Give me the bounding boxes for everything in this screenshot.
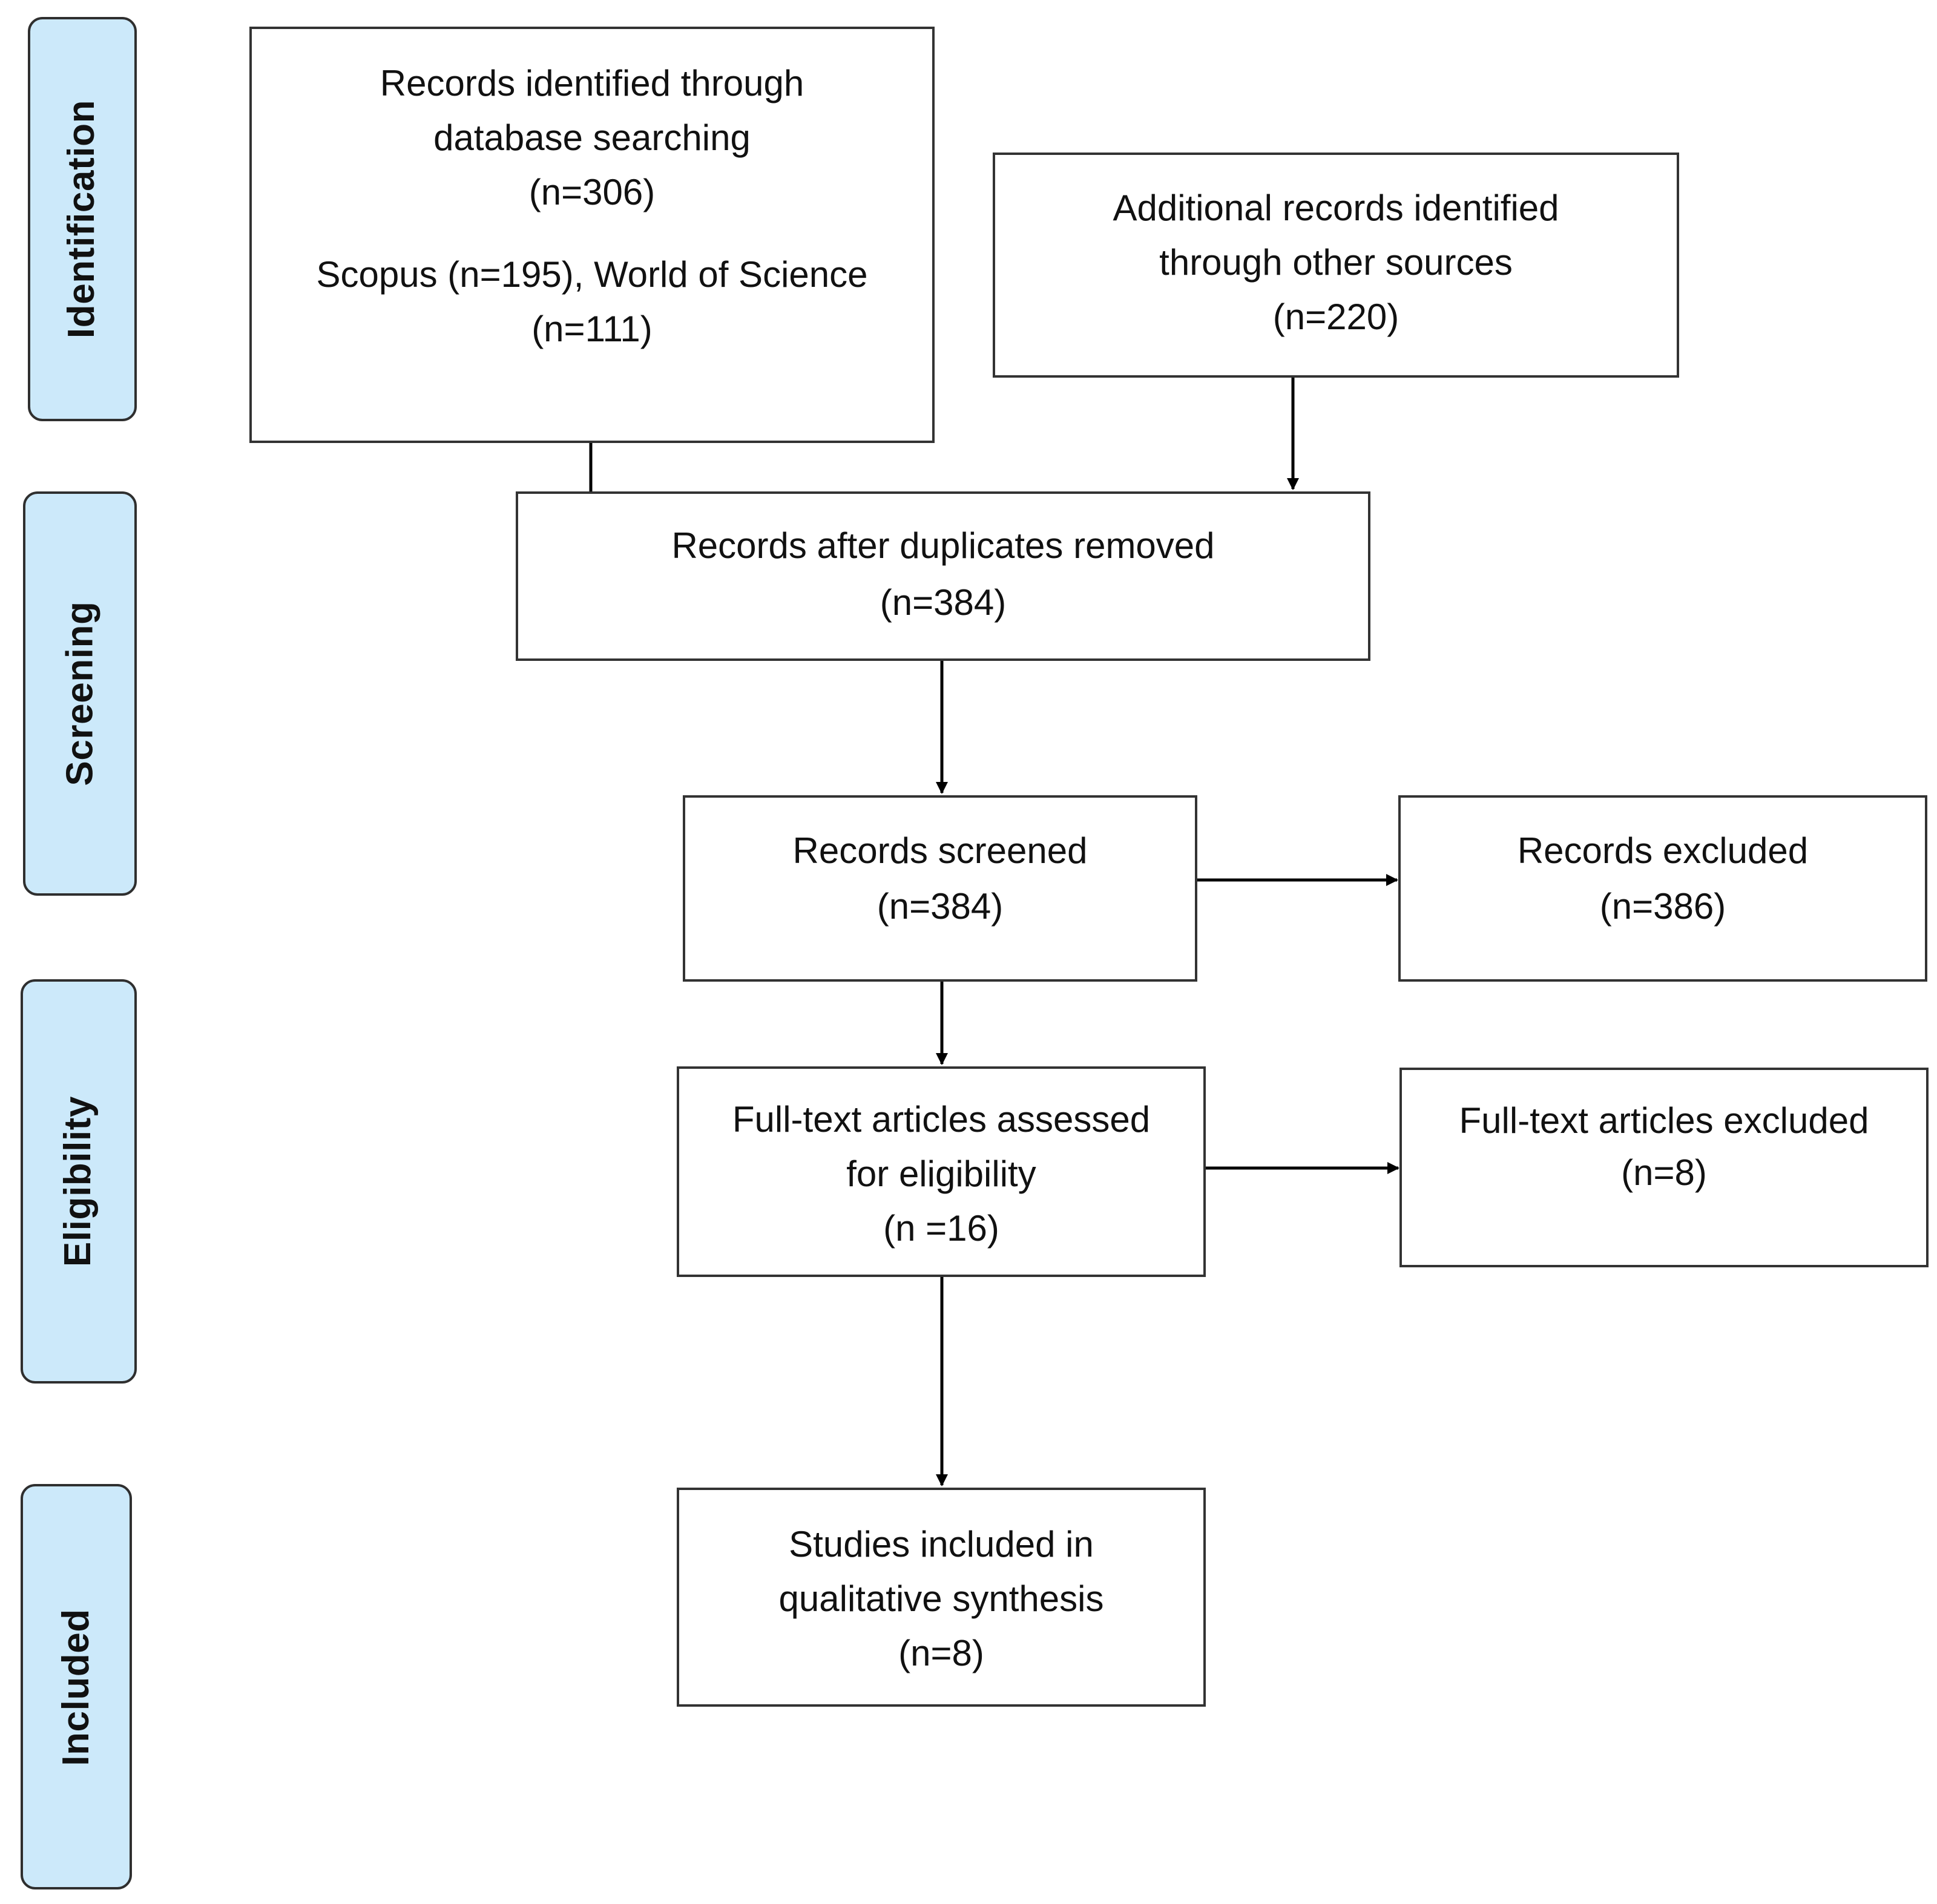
box-fulltext-excluded: Full-text articles excluded (n=8) [1399, 1068, 1929, 1267]
box-other-sources: Additional records identified through ot… [993, 153, 1679, 378]
phase-identification-label: Identification [61, 99, 103, 339]
studies-included-line1: Studies included in [789, 1525, 1094, 1565]
box-records-screened: Records screened (n=384) [683, 795, 1197, 982]
records-excluded-line1: Records excluded [1517, 832, 1809, 872]
fulltext-assessed-count: (n =16) [883, 1209, 999, 1249]
database-records-sources-count: (n=111) [531, 310, 653, 350]
phase-screening: Screening [23, 491, 137, 896]
fulltext-assessed-line1: Full-text articles assessed [732, 1100, 1151, 1140]
duplicates-removed-count: (n=384) [880, 583, 1007, 623]
studies-included-line2: qualitative synthesis [778, 1580, 1104, 1620]
phase-included: Included [21, 1484, 132, 1889]
phase-eligibility: Eligibility [21, 979, 137, 1384]
box-duplicates-removed: Records after duplicates removed (n=384) [516, 491, 1370, 661]
records-screened-line1: Records screened [792, 832, 1088, 872]
other-sources-line1: Additional records identified [1113, 189, 1559, 229]
phase-identification: Identification [28, 17, 137, 421]
database-records-line1: Records identified through [380, 64, 804, 104]
other-sources-line2: through other sources [1159, 243, 1513, 283]
box-fulltext-assessed: Full-text articles assessed for eligibil… [677, 1066, 1206, 1277]
records-excluded-count: (n=386) [1599, 887, 1726, 927]
database-records-count: (n=306) [528, 173, 656, 213]
phase-screening-label: Screening [58, 601, 100, 786]
fulltext-excluded-count: (n=8) [1621, 1154, 1707, 1193]
other-sources-count: (n=220) [1272, 298, 1399, 338]
fulltext-assessed-line2: for eligibility [846, 1155, 1036, 1195]
box-records-excluded: Records excluded (n=386) [1398, 795, 1927, 982]
database-records-line2: database searching [433, 119, 751, 159]
fulltext-excluded-line1: Full-text articles excluded [1459, 1101, 1869, 1141]
phase-included-label: Included [54, 1608, 97, 1765]
duplicates-removed-line1: Records after duplicates removed [671, 527, 1215, 566]
records-screened-count: (n=384) [876, 887, 1004, 927]
studies-included-count: (n=8) [898, 1634, 984, 1674]
database-records-sources: Scopus (n=195), World of Science [316, 255, 868, 295]
phase-eligibility-label: Eligibility [57, 1095, 99, 1267]
box-studies-included: Studies included in qualitative synthesi… [677, 1488, 1206, 1707]
box-database-records: Records identified through database sear… [249, 27, 935, 443]
